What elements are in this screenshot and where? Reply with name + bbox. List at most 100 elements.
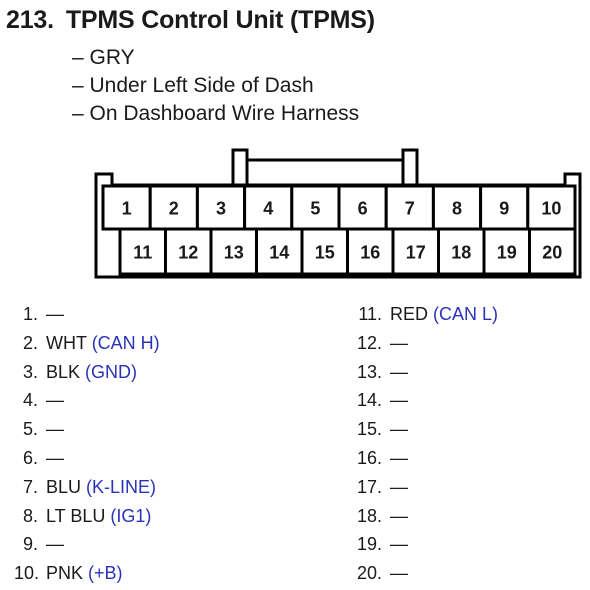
pin-entry: 20. — — [352, 559, 498, 588]
bottom-row-cell — [255, 227, 304, 276]
pin-index: 18. — [356, 505, 382, 526]
pin-index: 3. — [22, 361, 38, 382]
pin-wire-color: — — [390, 419, 408, 440]
top-row-cell — [195, 184, 247, 231]
pin-wire-color: — — [390, 447, 408, 468]
pin-index: 11. — [358, 304, 382, 324]
pin-index: 9. — [22, 534, 38, 555]
pin-entry: 3. BLK (GND) — [14, 358, 160, 387]
pin-index: 1. — [22, 304, 38, 324]
pin-signal: (CAN L) — [433, 304, 499, 324]
pin-signal: (+B) — [88, 563, 123, 584]
pin-wire-color: — — [390, 332, 408, 353]
bottom-row-cell — [482, 227, 531, 276]
pin-index: 17. — [356, 476, 382, 497]
pin-wire-color: — — [46, 447, 64, 468]
pin-index: 6. — [22, 447, 38, 468]
pin-list-left: 1. — 2. WHT (CAN H) 3. BLK (GND) 4. — 5. — 6. — 7. BL… — [14, 300, 160, 588]
connector-pin-number: 15 — [315, 243, 335, 263]
connector-pin-number: 5 — [310, 199, 320, 219]
pin-wire-color: LT BLU — [46, 505, 106, 526]
pin-list-right: 11.RED (CAN L)12.—13.—14.—15.—16.—17.—18… — [352, 300, 498, 588]
bottom-row-cell — [118, 227, 167, 276]
pin-entry: 8.LT BLU (IG1) — [14, 502, 160, 531]
bottom-row-cell — [391, 227, 440, 276]
bottom-row-cell — [528, 227, 577, 276]
pin-entry: 11. RED (CAN L) — [352, 300, 498, 329]
pin-index: 14. — [356, 390, 382, 411]
pin-wire-color: — — [46, 419, 64, 440]
connector-details: – GRY – Under Left Side of Dash – On Das… — [72, 44, 359, 128]
pin-index: 15. — [356, 419, 382, 440]
pin-wire-color: — — [46, 390, 64, 411]
page-title: 213.TPMS Control Unit (TPMS) — [6, 6, 375, 35]
pin-entry: 9. — — [14, 530, 160, 559]
bottom-row-cell — [209, 227, 258, 276]
pin-index: 5. — [22, 419, 38, 440]
pin-entry: 14.— — [352, 386, 498, 415]
pin-wire-color: — — [390, 476, 408, 497]
connector-pin-number: 6 — [358, 199, 368, 219]
pin-wire-color: — — [390, 505, 408, 526]
pin-wire-color: PNK — [46, 563, 84, 584]
pin-entry: 2. WHT (CAN H) — [14, 329, 160, 358]
pin-entry: 13. — — [352, 358, 498, 387]
connector-pin-number: 20 — [542, 243, 562, 263]
pin-entry: 1. — — [14, 300, 160, 329]
pin-index: 12. — [356, 332, 382, 353]
pin-index: 10. — [14, 563, 40, 584]
connector-pin-number: 10 — [541, 199, 561, 219]
pin-index: 7. — [22, 476, 38, 497]
connector-title: TPMS Control Unit (TPMS) — [65, 6, 375, 34]
connector-pin-number: 14 — [269, 243, 289, 263]
pin-wire-color: BLK — [46, 361, 81, 382]
connector-pin-number: 9 — [499, 199, 509, 219]
pin-entry: 6. — — [14, 444, 160, 473]
detail-location: – Under Left Side of Dash — [72, 74, 314, 97]
connector-pin-number: 8 — [452, 199, 462, 219]
pin-wire-color: — — [46, 304, 64, 324]
pin-entry: 4. — — [14, 386, 160, 415]
connector-pin-number: 7 — [405, 199, 415, 219]
connector-pin-number: 2 — [169, 199, 179, 219]
pin-entry: 16. — — [352, 444, 498, 473]
pin-signal: (IG1) — [110, 505, 152, 526]
pin-entry: 17. — — [352, 473, 498, 502]
pin-signal: (GND) — [85, 361, 138, 382]
pin-index: 4. — [22, 390, 38, 411]
pin-entry: 19. — — [352, 530, 498, 559]
pin-wire-color: — — [390, 534, 408, 555]
connector-pin-number: 12 — [178, 243, 198, 263]
pin-wire-color: WHT — [46, 332, 87, 353]
connector-pin-number: 18 — [451, 243, 471, 263]
connector-pin-number: 3 — [216, 199, 226, 219]
connector-pin-number: 16 — [360, 243, 380, 263]
pin-index: 19. — [356, 534, 382, 555]
locking-tab-right — [401, 148, 419, 187]
pin-wire-color: — — [46, 534, 64, 555]
pin-signal: (K-LINE) — [86, 476, 157, 497]
pin-entry: 15. — — [352, 415, 498, 444]
connector-pin-number: 17 — [406, 243, 426, 263]
pin-wire-color: — — [390, 563, 408, 584]
pin-entry: 10. PNK (+B) — [14, 559, 160, 588]
pin-index: 20. — [356, 563, 382, 584]
pin-entry: 18. — — [352, 502, 498, 531]
pin-wire-color: — — [390, 361, 408, 382]
connector-pin-number: 19 — [497, 243, 517, 263]
pin-index: 13. — [356, 361, 382, 382]
connector-pin-number: 1 — [122, 199, 132, 219]
pin-signal: (CAN H) — [91, 332, 160, 353]
pin-wire-color: RED — [390, 304, 429, 324]
connector-pin-number: 4 — [263, 199, 273, 219]
pin-entry: 7. BLU (K-LINE) — [14, 473, 160, 502]
pin-wire-color: BLU — [46, 476, 82, 497]
pin-index: 16. — [356, 447, 382, 468]
locking-tab — [231, 148, 249, 187]
top-row-cell — [101, 184, 152, 231]
pin-entry: 5. — — [14, 415, 160, 444]
detail-color: – GRY — [72, 46, 135, 69]
detail-harness: – On Dashboard Wire Harness — [72, 102, 360, 125]
pin-index: 2. — [22, 332, 38, 353]
